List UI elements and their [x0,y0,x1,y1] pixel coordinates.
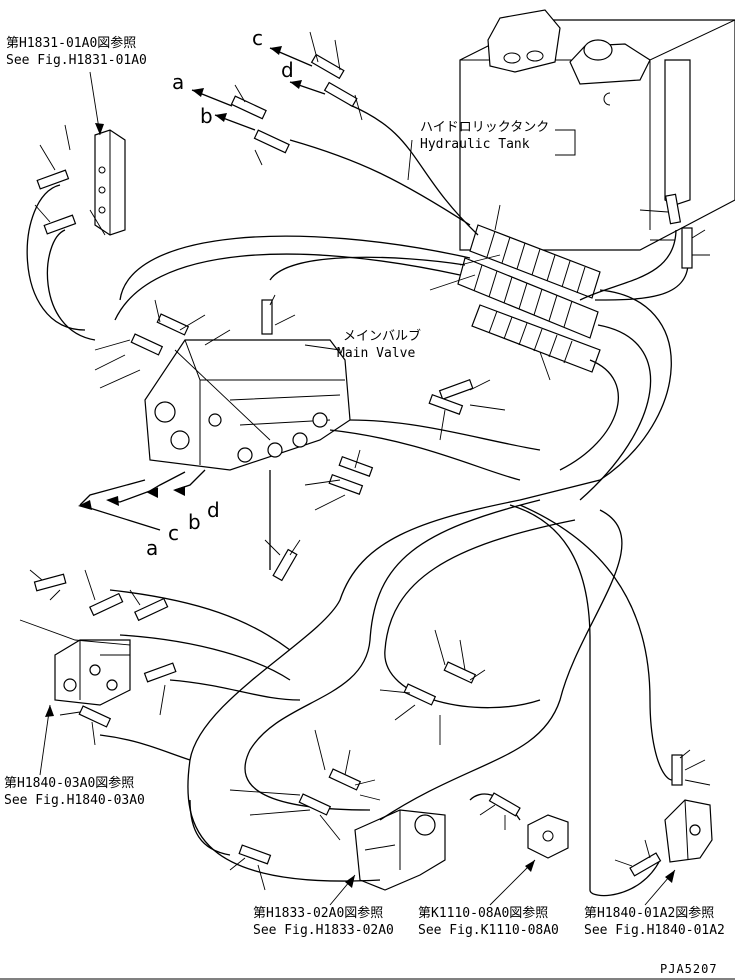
letter-bottom-d: d [207,498,220,522]
main-valve [144,339,351,471]
main-valve-label-en: Main Valve [337,346,416,361]
ref-h1840-01-en: See Fig.H1840-01A2 [584,923,725,938]
letter-top-b: b [200,104,213,128]
ref-h1831-en: See Fig.H1831-01A0 [6,53,147,68]
block-h1840-01 [664,799,713,863]
hose-bundle [457,224,601,373]
callout-leaders [19,31,711,891]
letter-bottom-c: c [168,521,179,545]
ref-h1833-jp: 第H1833-02A0図参照 [253,906,384,921]
block-k1110 [527,814,569,859]
letter-bottom-a: a [146,536,159,560]
letter-top-c: c [252,26,263,50]
drawing-code: PJA5207 [660,962,718,976]
ref-h1831-jp: 第H1831-01A0図参照 [6,36,137,51]
letter-top-a: a [172,70,185,94]
ref-k1110-jp: 第K1110-08A0図参照 [418,906,549,921]
ref-h1840-01-jp: 第H1840-01A2図参照 [584,906,715,921]
ref-k1110-en: See Fig.K1110-08A0 [418,923,559,938]
letter-bottom-b: b [188,510,201,534]
reference-leaders [39,71,676,906]
letter-top-d: d [281,58,294,82]
tank-label-en: Hydraulic Tank [420,137,530,152]
tank-label-jp: ハイドロリックタンク [420,120,550,135]
hose-fittings [33,53,693,877]
block-h1840-03 [54,639,131,706]
block-h1833 [354,809,446,891]
hose-routing [26,104,689,897]
hydraulic-tank [459,9,735,251]
main-valve-label-jp: メインバルブ [343,329,422,344]
ref-h1833-en: See Fig.H1833-02A0 [253,923,394,938]
arrows-top [191,46,326,131]
block-h1831 [94,129,126,236]
ref-h1840-03-jp: 第H1840-03A0図参照 [4,776,135,791]
arrows-bottom [78,469,206,531]
ref-h1840-03-en: See Fig.H1840-03A0 [4,793,145,808]
